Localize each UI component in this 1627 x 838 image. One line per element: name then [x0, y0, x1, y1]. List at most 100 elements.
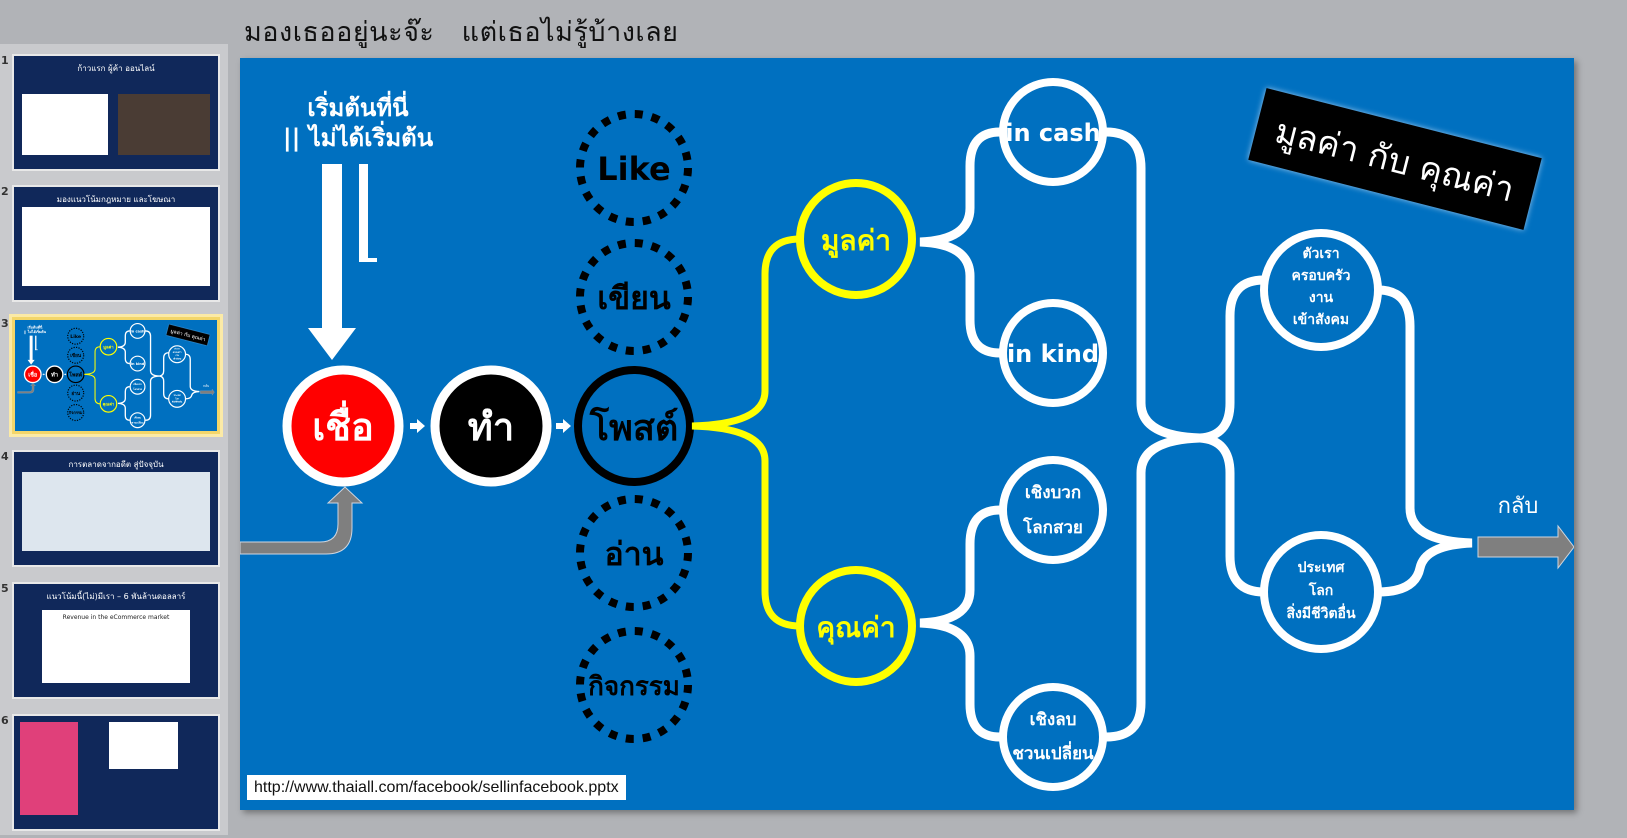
negative-label: ชวนเปลี่ยน [1012, 741, 1094, 764]
do-label: ทำ [468, 405, 514, 449]
value-label: มูลค่า [103, 344, 114, 350]
bent-up-arrow-icon [17, 383, 36, 394]
start-here-text: เริ่มต้นที่นี่ [28, 325, 43, 330]
positive-label: โลกสวย [132, 387, 142, 391]
self-label: งาน [175, 353, 179, 357]
in-cash-node: in cash [999, 78, 1107, 186]
activity-label: Like [70, 334, 81, 340]
thumbnail-title: การตลาดจากอดีต สู่ปัจจุบัน [68, 460, 164, 469]
self-label: ครอบครัว [173, 350, 182, 354]
thumbnail-slide-3[interactable]: 3 เริ่มต้นที่นี่ || ไม่ได้เริ่มต้น เชื่อ… [0, 314, 228, 441]
believe-label: เชื่อ [312, 400, 374, 449]
thumbnail-content [20, 722, 78, 815]
thumbnail-image[interactable]: การตลาดจากอดีต สู่ปัจจุบัน [12, 450, 220, 567]
back-label[interactable]: กลับ [203, 384, 209, 388]
back-arrow-icon[interactable] [1477, 524, 1574, 570]
activity-write: เขียน [67, 346, 85, 364]
in-cash-label: in cash [131, 329, 146, 333]
start-here-text: เริ่มต้นที่นี่ [307, 90, 409, 122]
slide-canvas[interactable]: เริ่มต้นที่นี่ || ไม่ได้เริ่มต้น เชื่อ ท… [240, 58, 1574, 810]
slide-diagram: เริ่มต้นที่นี่ || ไม่ได้เริ่มต้น เชื่อ ท… [240, 78, 1574, 791]
value-vs-worth-banner: มูลค่า กับ คุณค่า [166, 324, 210, 346]
self-label: ตัวเรา [1302, 246, 1339, 262]
believe-label: เชื่อ [28, 370, 37, 378]
thumbnail-slide-2[interactable]: 2 มองแนวโน้มกฎหมาย และโฆษณา [0, 185, 228, 309]
self-label: เข้าสังคม [1293, 312, 1349, 328]
self-label: เข้าสังคม [173, 356, 182, 360]
world-node: ประเทศ โลก สิ่งมีชีวิตอื่น [168, 389, 187, 408]
in-cash-node: in cash [129, 322, 146, 339]
slide-thumbnail-panel[interactable]: 1 ก้าวแรก ผู้ค้า ออนไลน์ 2 มองแนวโน้มกฎห… [0, 44, 228, 835]
positive-node: เชิงบวก โลกสวย [999, 456, 1107, 564]
thumbnail-title: แนวโน้มนี้(ไม่)มีเรา – 6 พันล้านดอลลาร์ [46, 592, 186, 601]
small-arrow-icon [64, 373, 67, 376]
world-label: โลก [1308, 581, 1334, 599]
value-node: มูลค่า [796, 179, 916, 299]
activity-label: อ่าน [604, 535, 663, 573]
yellow-brace [84, 346, 101, 405]
negative-label: ชวนเปลี่ยน [132, 419, 144, 424]
thumbnail-image[interactable] [12, 714, 220, 831]
self-node: ตัวเรา ครอบครัว งาน เข้าสังคม [1260, 229, 1382, 351]
thumbnail-image[interactable]: ก้าวแรก ผู้ค้า ออนไลน์ [12, 54, 220, 171]
window-title: มองเธออยู่นะจ๊ะ แต่เธอไม่รู้บ้างเลย [244, 17, 679, 48]
not-start-text: || ไม่ได้เริ่มต้น [283, 120, 434, 152]
in-kind-node: in kind [129, 355, 146, 372]
activity-events: กิจกรรม [576, 627, 692, 743]
thumbnail-slide-1[interactable]: 1 ก้าวแรก ผู้ค้า ออนไลน์ [0, 54, 228, 178]
thumbnail-slide-5[interactable]: 5 แนวโน้มนี้(ไม่)มีเรา – 6 พันล้านดอลลาร… [0, 582, 228, 706]
world-node: ประเทศ โลก สิ่งมีชีวิตอื่น [1260, 531, 1382, 653]
self-label: ตัวเรา [174, 347, 179, 351]
in-kind-label: in kind [1007, 340, 1099, 368]
thumbnail-content: Revenue in the eCommerce market [42, 610, 190, 683]
thumbnail-content [22, 94, 108, 155]
thumbnail-subtitle: Revenue in the eCommerce market [62, 614, 170, 621]
world-label: สิ่งมีชีวิตอื่น [171, 400, 182, 404]
back-arrow-icon[interactable] [200, 388, 215, 396]
yellow-brace [691, 235, 801, 630]
white-braces [919, 127, 1473, 742]
white-braces [117, 330, 200, 421]
thumbnail-photo [118, 94, 210, 155]
do-node: ทำ [45, 365, 64, 384]
thumbnail-number: 6 [1, 714, 9, 727]
positive-label: โลกสวย [1022, 517, 1083, 538]
world-label: สิ่งมีชีวิตอื่น [1286, 603, 1356, 622]
in-cash-label: in cash [1005, 119, 1100, 147]
down-arrow-icon [27, 335, 38, 365]
thumbnail-slide-4[interactable]: 4 การตลาดจากอดีต สู่ปัจจุบัน [0, 450, 228, 574]
worth-label: คุณค่า [103, 401, 115, 407]
thumbnail-slide-6[interactable]: 6 [0, 714, 228, 838]
value-vs-worth-banner: มูลค่า กับ คุณค่า [1248, 88, 1542, 230]
not-start-text: || ไม่ได้เริ่มต้น [24, 329, 47, 334]
self-label: งาน [1309, 290, 1334, 306]
do-label: ทำ [51, 371, 58, 378]
bent-up-arrow-icon [240, 486, 364, 555]
activity-post: โพสต์ [66, 365, 85, 384]
activity-like: Like [576, 110, 692, 226]
thumbnail-number: 4 [1, 450, 9, 463]
self-label: ครอบครัว [1292, 268, 1351, 284]
thumbnail-slide-preview: เริ่มต้นที่นี่ || ไม่ได้เริ่มต้น เชื่อ ท… [17, 322, 215, 429]
activity-label: เขียน [70, 352, 82, 359]
world-label: โลก [174, 396, 179, 400]
small-arrow-icon [410, 419, 425, 433]
activity-events: กิจกรรม [67, 403, 85, 422]
negative-label: เชิงลบ [134, 415, 141, 419]
positive-label: เชิงบวก [1025, 483, 1081, 503]
small-arrow-icon [42, 373, 45, 376]
activity-read: อ่าน [67, 384, 85, 402]
thumbnail-image[interactable]: แนวโน้มนี้(ไม่)มีเรา – 6 พันล้านดอลลาร์ … [12, 582, 220, 699]
activity-label: โพสต์ [589, 406, 678, 449]
source-url: http://www.thaiall.com/facebook/sellinfa… [247, 775, 626, 800]
believe-node: เชื่อ [282, 365, 404, 487]
do-node: ทำ [430, 365, 552, 487]
back-label[interactable]: กลับ [1498, 494, 1539, 519]
believe-node: เชื่อ [23, 365, 42, 384]
thumbnail-number: 1 [1, 54, 9, 67]
worth-node: คุณค่า [796, 566, 916, 686]
negative-node: เชิงลบ ชวนเปลี่ยน [129, 412, 146, 429]
thumbnail-image[interactable]: มองแนวโน้มกฎหมาย และโฆษณา [12, 185, 220, 302]
activity-label: อ่าน [71, 391, 80, 397]
thumbnail-image-active[interactable]: เริ่มต้นที่นี่ || ไม่ได้เริ่มต้น เชื่อ ท… [9, 314, 223, 437]
